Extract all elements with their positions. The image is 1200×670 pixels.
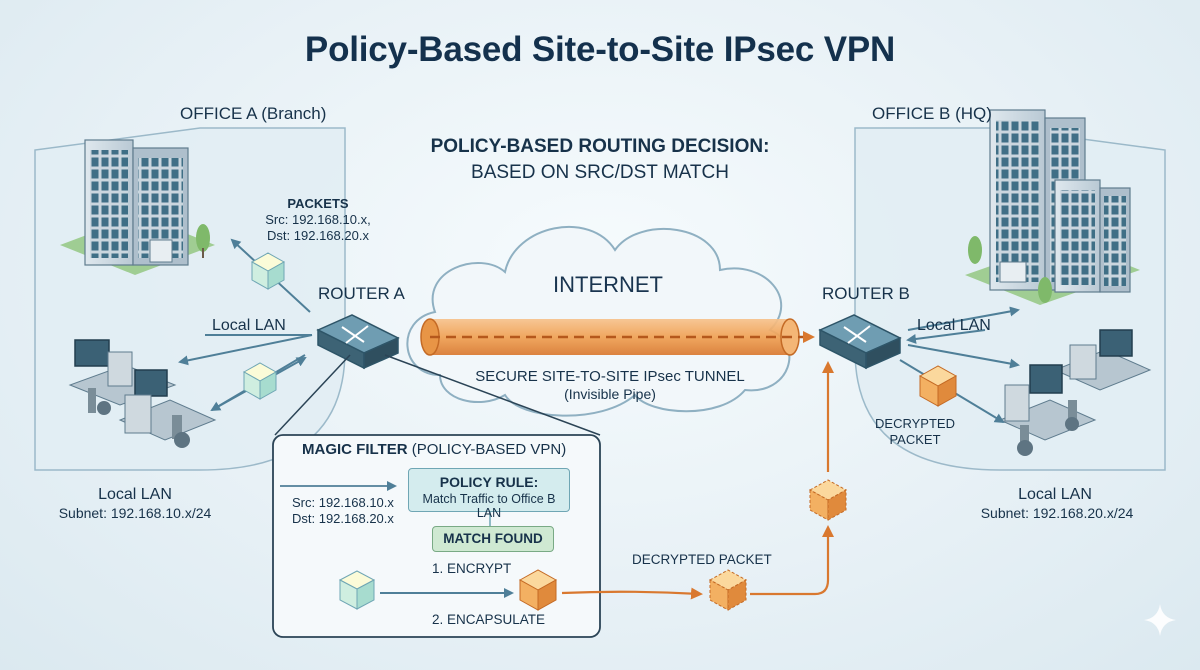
magic-filter-title-bold: MAGIC FILTER xyxy=(302,441,408,458)
packet-cube-a-lan xyxy=(242,362,278,400)
decrypted-packet-cube-up xyxy=(808,479,848,521)
workstations-b-icon xyxy=(998,329,1152,456)
office-b-label: OFFICE B (HQ) xyxy=(872,104,992,123)
match-found-badge: MATCH FOUND xyxy=(432,526,554,552)
office-b-lan-label: Local LAN xyxy=(1018,486,1092,503)
office-a-lan-label: Local LAN xyxy=(98,486,172,503)
packets-dst: Dst: 192.168.20.x xyxy=(267,228,369,243)
workstations-a-icon xyxy=(68,339,217,448)
policy-rule-box: POLICY RULE: Match Traffic to Office B L… xyxy=(408,468,570,520)
office-a-label: OFFICE A (Branch) xyxy=(180,104,327,123)
ipsec-tunnel xyxy=(420,318,815,356)
decrypted-packet-label: DECRYPTED PACKET xyxy=(632,552,772,567)
building-a-icon xyxy=(60,139,215,275)
decrypted-b-line1: DECRYPTED xyxy=(875,416,955,431)
magic-filter-title-rest: (POLICY-BASED VPN) xyxy=(407,441,567,458)
building-b-icon xyxy=(965,109,1140,305)
office-b-subnet: Subnet: 192.168.20.x/24 xyxy=(980,505,1134,521)
router-b-label: ROUTER B xyxy=(822,284,910,303)
router-b-icon xyxy=(818,314,902,370)
magic-filter-title: MAGIC FILTER (POLICY-BASED VPN) xyxy=(302,441,566,458)
packets-title: PACKETS xyxy=(287,196,349,211)
office-a-subnet: Subnet: 192.168.10.x/24 xyxy=(58,505,212,521)
decrypted-b-line2: PACKET xyxy=(889,432,941,447)
policy-rule-text: Match Traffic to Office B LAN xyxy=(422,492,556,520)
policy-rule-title: POLICY RULE: xyxy=(439,474,539,490)
filter-plain-cube xyxy=(338,570,376,610)
decrypted-cube-b xyxy=(918,365,958,407)
filter-src: Src: 192.168.10.x xyxy=(292,495,394,510)
tunnel-sublabel: (Invisible Pipe) xyxy=(564,386,656,402)
filter-dst: Dst: 192.168.20.x xyxy=(292,511,394,526)
filter-encrypted-cube xyxy=(518,569,558,611)
tunnel-label: SECURE SITE-TO-SITE IPsec TUNNEL xyxy=(475,368,745,385)
office-b-local-lan-arrow-label: Local LAN xyxy=(917,317,991,334)
routing-decision-subtitle: BASED ON SRC/DST MATCH xyxy=(471,162,729,183)
decrypted-packet-cube-mid xyxy=(708,569,748,611)
routing-decision-title: POLICY-BASED ROUTING DECISION: xyxy=(430,136,770,157)
page-title: Policy-Based Site-to-Site IPsec VPN xyxy=(304,30,896,69)
sparkle-icon xyxy=(1144,604,1176,636)
packets-src: Src: 192.168.10.x, xyxy=(265,212,371,227)
office-a-local-lan-arrow-label: Local LAN xyxy=(212,317,286,334)
step-encapsulate: 2. ENCAPSULATE xyxy=(432,612,546,627)
router-a-icon xyxy=(316,314,400,370)
router-a-label: ROUTER A xyxy=(318,284,405,303)
step-encrypt: 1. ENCRYPT xyxy=(432,561,512,576)
internet-label: INTERNET xyxy=(553,272,663,297)
packet-cube-a-top xyxy=(250,252,286,290)
